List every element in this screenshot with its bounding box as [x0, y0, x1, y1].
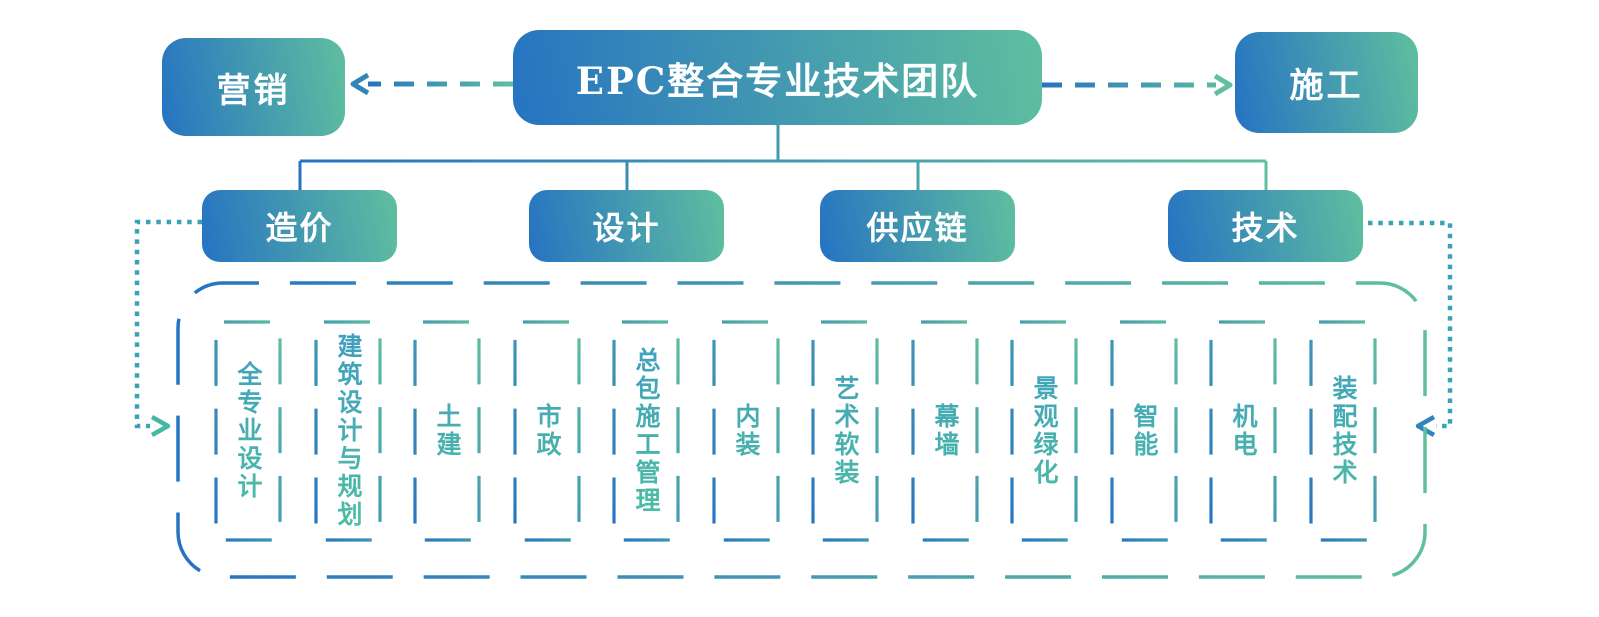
specialty-box-border [513, 320, 581, 542]
root-node-epc-team: EPC整合专业技术团队 [513, 30, 1042, 125]
loop-right-arrowhead-icon [1415, 415, 1436, 437]
connector-tree [298, 125, 1268, 190]
branch-node-design: 设计 [529, 190, 724, 262]
specialty-box-border [1209, 320, 1277, 542]
loop-left-arrowhead-icon [150, 415, 171, 437]
specialty-box-border [1309, 320, 1377, 542]
specialties-container-border [176, 281, 1427, 579]
arrowhead-right-icon [1213, 73, 1233, 97]
construction-node: 施工 [1235, 32, 1418, 133]
specialty-item-curtain-wall: 幕墙 [913, 322, 977, 540]
specialty-item-general-contracting-management: 总包施工管理 [614, 322, 678, 540]
specialty-box-border [811, 320, 879, 542]
specialty-item-municipal: 市政 [515, 322, 579, 540]
specialty-box-border [911, 320, 979, 542]
specialty-box-border [314, 320, 382, 542]
specialty-box-border [214, 320, 282, 542]
dotted-loop-left [134, 219, 202, 429]
branch-node-technology: 技术 [1168, 190, 1363, 262]
branch-node-cost: 造价 [202, 190, 397, 262]
specialty-box-border [413, 320, 481, 542]
specialty-box-border [612, 320, 680, 542]
specialty-item-civil-construction: 土建 [415, 322, 479, 540]
specialty-item-intelligent: 智能 [1112, 322, 1176, 540]
specialty-item-landscape-greening: 景观绿化 [1012, 322, 1076, 540]
marketing-node: 营销 [162, 38, 345, 136]
specialty-item-interior: 内装 [714, 322, 778, 540]
branch-node-supply-chain: 供应链 [820, 190, 1015, 262]
specialty-item-architectural-design-planning: 建筑设计与规划 [316, 322, 380, 540]
specialty-item-mechanical-electrical: 机电 [1211, 322, 1275, 540]
dotted-loop-right [1368, 220, 1453, 429]
specialty-item-full-discipline-design: 全专业设计 [216, 322, 280, 540]
specialty-item-art-soft-decoration: 艺术软装 [813, 322, 877, 540]
specialty-item-assembly-technology: 装配技术 [1311, 322, 1375, 540]
arrowhead-left-icon [350, 72, 370, 96]
specialty-box-border [1110, 320, 1178, 542]
specialty-box-border [1010, 320, 1078, 542]
specialty-box-border [712, 320, 780, 542]
